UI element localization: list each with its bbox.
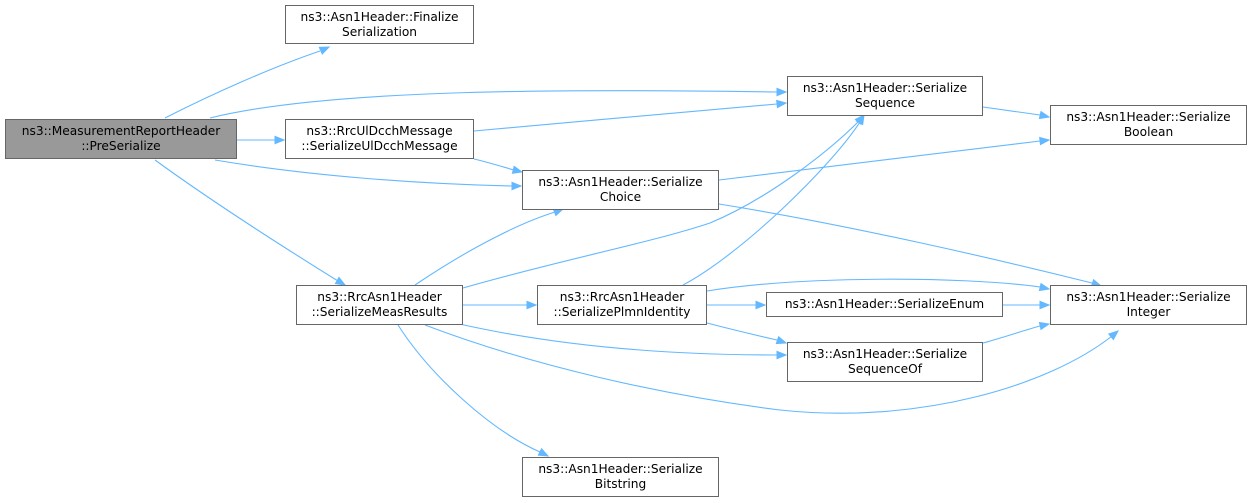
arrowhead-rrcul-to-choice: [511, 165, 524, 174]
node-label-line2: ::SerializePlmnIdentity: [553, 305, 691, 319]
arrowhead-choice-to-boolean: [1039, 136, 1051, 146]
edge-root-to-finalize: [164, 50, 321, 119]
node-label-line2: Boolean: [1123, 125, 1174, 139]
node-serialize-enum[interactable]: ns3::Asn1Header::SerializeEnum: [766, 292, 1003, 317]
edge-measres-to-integer: [424, 324, 1113, 414]
arrowhead-measres-to-sequenceof: [776, 350, 788, 360]
edge-sequence-to-boolean: [982, 106, 1041, 116]
node-label-line2: Integer: [1126, 305, 1171, 319]
node-label-line2: Serialization: [341, 24, 418, 39]
node-label-line1: ns3::MeasurementReportHeader: [21, 124, 221, 138]
node-label-line1: ns3::Asn1Header::Serialize: [1066, 110, 1231, 124]
node-label-line1: ns3::Asn1Header::Serialize: [538, 462, 703, 476]
node-label-line2: SequenceOf: [848, 362, 922, 376]
node-serialize-ul-dcch-message[interactable]: ns3::RrcUlDcchMessage ::SerializeUlDcchM…: [285, 119, 474, 159]
edge-measres-to-choice: [414, 211, 556, 286]
edge-root-to-choice: [214, 159, 513, 187]
node-serialize-plmn-identity[interactable]: ns3::RrcAsn1Header ::SerializePlmnIdenti…: [537, 285, 707, 325]
node-serialize-integer[interactable]: ns3::Asn1Header::Serialize Integer: [1050, 285, 1247, 325]
node-serialize-boolean[interactable]: ns3::Asn1Header::Serialize Boolean: [1050, 105, 1247, 145]
arrowhead-root-to-rrcul: [274, 135, 286, 145]
node-label-line2: Bitstring: [594, 477, 647, 491]
node-label-line2: ::SerializeUlDcchMessage: [301, 139, 458, 153]
edge-plmn-to-sequenceof: [706, 322, 778, 341]
edge-choice-to-boolean: [718, 140, 1041, 181]
arrowhead-plmn-to-integer: [1038, 282, 1051, 292]
arrowhead-root-to-choice: [511, 181, 523, 191]
node-label-line1: ns3::Asn1Header::Serialize: [802, 347, 968, 361]
node-label-line1: ns3::Asn1Header::Serialize: [802, 81, 968, 95]
arrowhead-measres-to-integer: [1107, 330, 1120, 341]
edge-measres-to-sequence: [462, 121, 859, 289]
node-label-line1: ns3::Asn1Header::Serialize: [538, 175, 703, 189]
edge-plmn-to-sequence: [682, 121, 861, 286]
node-label-line2: ::SerializeMeasResults: [311, 305, 448, 319]
node-label-line1: ns3::Asn1Header::Serialize: [1066, 290, 1231, 304]
edge-measres-to-sequenceof: [454, 322, 778, 356]
node-measurement-report-pre-serialize: ns3::MeasurementReportHeader ::PreSerial…: [5, 119, 237, 159]
node-label-line1: ns3::RrcAsn1Header: [559, 290, 685, 304]
arrowhead-plmn-to-sequenceof: [775, 335, 788, 345]
arrowhead-measres-to-plmn: [526, 300, 538, 310]
edge-root-to-sequence: [209, 90, 778, 119]
node-serialize-sequence-of[interactable]: ns3::Asn1Header::Serialize SequenceOf: [787, 342, 983, 382]
edge-choice-to-integer: [718, 203, 1093, 284]
edge-sequenceof-to-integer: [982, 325, 1041, 344]
node-label-line1: ns3::RrcUlDcchMessage: [306, 124, 453, 138]
node-serialize-sequence[interactable]: ns3::Asn1Header::Serialize Sequence: [787, 76, 983, 116]
node-label-line2: Sequence: [854, 96, 916, 110]
node-serialize-bitstring[interactable]: ns3::Asn1Header::Serialize Bitstring: [522, 457, 719, 497]
node-serialize-meas-results[interactable]: ns3::RrcAsn1Header ::SerializeMeasResult…: [296, 285, 463, 325]
arrowhead-plmn-to-enumn: [755, 300, 767, 310]
edge-measres-to-bitstring: [397, 324, 541, 453]
arrowhead-measres-to-bitstring: [537, 447, 550, 457]
node-serialize-choice[interactable]: ns3::Asn1Header::Serialize Choice: [522, 170, 719, 210]
node-label-line1: ns3::Asn1Header::Finalize: [300, 9, 459, 24]
node-label-line2: Choice: [599, 190, 642, 204]
node-label-line2: ::PreSerialize: [81, 139, 161, 153]
arrowhead-root-to-sequence: [776, 87, 788, 97]
edge-root-to-measres: [154, 159, 339, 282]
arrowhead-sequenceof-to-integer: [1038, 321, 1051, 331]
edge-plmn-to-integer: [706, 278, 1041, 292]
node-finalize-serialization[interactable]: ns3::Asn1Header::Finalize Serialization: [285, 5, 474, 44]
edge-rrcul-to-sequence: [473, 103, 778, 132]
arrowhead-rrcul-to-sequence: [776, 99, 788, 109]
node-label-line1: ns3::RrcAsn1Header: [317, 290, 442, 304]
node-label-line1: ns3::Asn1Header::SerializeEnum: [784, 297, 985, 311]
arrowhead-root-to-finalize: [318, 46, 331, 55]
arrowhead-root-to-measres: [334, 276, 347, 286]
arrowhead-enumn-to-integer: [1039, 300, 1051, 310]
arrowhead-plmn-to-sequence: [855, 113, 865, 126]
arrowhead-sequence-to-boolean: [1038, 110, 1051, 120]
edge-rrcul-to-choice: [473, 158, 515, 171]
